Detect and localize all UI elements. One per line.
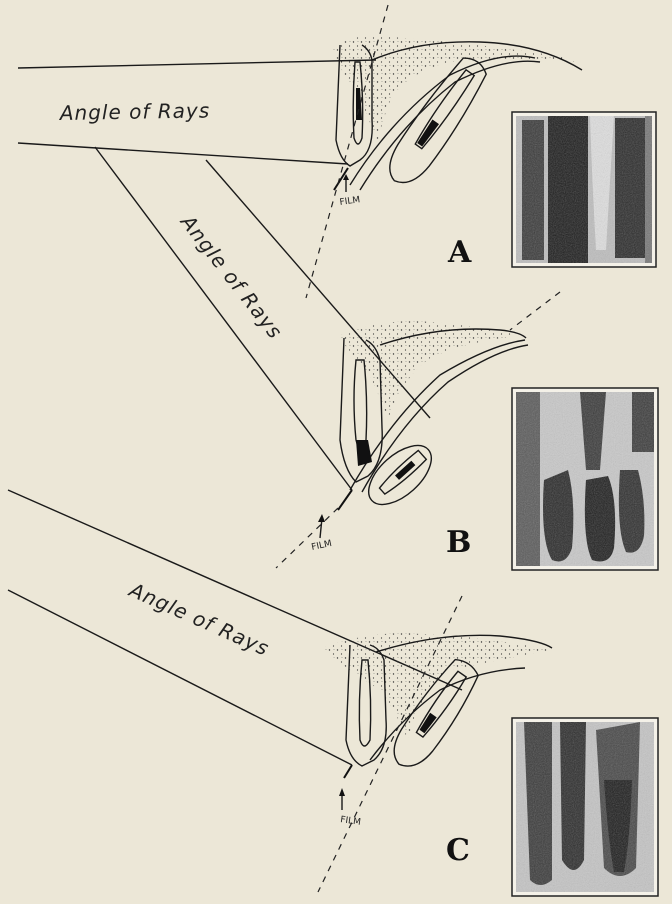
panel-letter-b: B bbox=[446, 525, 471, 560]
xray-photo-b bbox=[512, 388, 658, 570]
ray-label-c: Angle of Rays bbox=[124, 577, 273, 661]
film-line-c bbox=[344, 765, 352, 778]
film-line-b bbox=[338, 490, 352, 510]
axis-dash-b-lower bbox=[276, 508, 338, 568]
panel-letter-c: C bbox=[446, 833, 470, 868]
film-label-c: FILM bbox=[340, 815, 362, 828]
panel-letter-a: A bbox=[447, 235, 472, 270]
ray-label-a: Angle of Rays bbox=[58, 98, 211, 125]
lateral-tooth-b bbox=[358, 435, 441, 516]
xray-photo-a bbox=[512, 112, 656, 267]
axis-dash-b bbox=[510, 292, 560, 330]
film-label-a: FILM bbox=[339, 195, 361, 208]
xray-photo-c bbox=[512, 718, 658, 896]
panel-a: Angle of Rays FILM bbox=[18, 5, 656, 298]
film-label-b: FILM bbox=[311, 539, 333, 553]
